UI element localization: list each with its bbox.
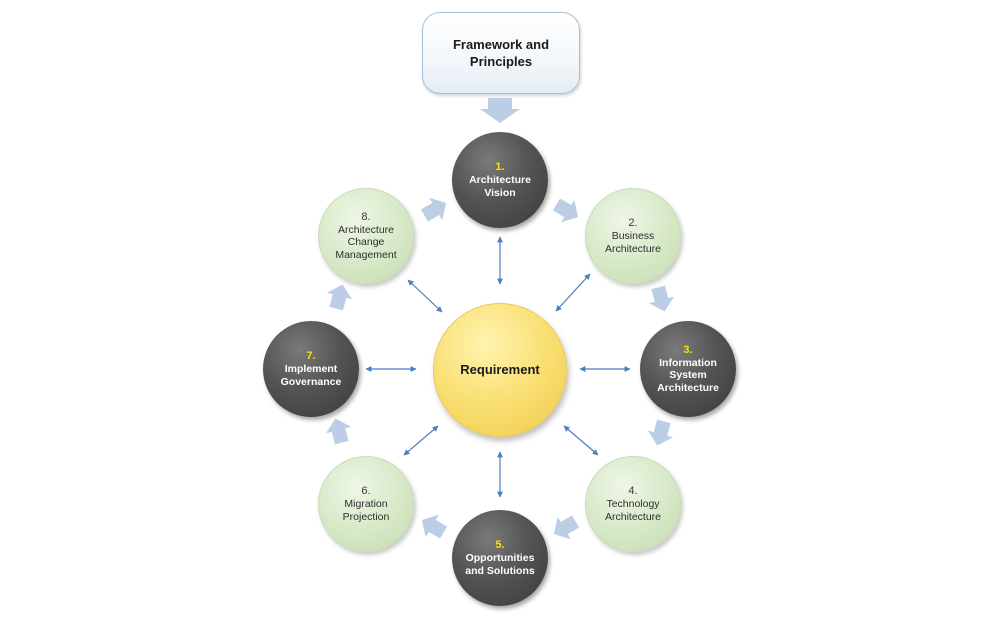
requirement-node: Requirement xyxy=(433,303,567,437)
phase-number: 7. xyxy=(306,350,316,362)
connector-4 xyxy=(563,425,599,456)
phase-number: 2. xyxy=(628,217,638,229)
phase-node-1: 1. Architecture Vision xyxy=(452,132,548,228)
phase-label: Business Architecture xyxy=(604,230,662,255)
phase-node-8: 8. Architecture Change Management xyxy=(318,188,414,284)
phase-label: Migration Projection xyxy=(342,498,390,523)
cycle-arrow-5-6 xyxy=(421,514,448,539)
framework-down-arrow xyxy=(480,98,520,123)
phase-node-3: 3. Information System Architecture xyxy=(640,321,736,417)
cycle-arrow-2-3 xyxy=(648,285,675,312)
requirement-connectors xyxy=(365,236,631,498)
phase-node-6: 6. Migration Projection xyxy=(318,456,414,552)
phase-node-7: 7. Implement Governance xyxy=(263,321,359,417)
phase-label: Information System Architecture xyxy=(657,356,719,394)
cycle-arrow-6-7 xyxy=(325,418,352,445)
phase-node-4: 4. Technology Architecture xyxy=(585,456,681,552)
cycle-arrow-8-1 xyxy=(420,197,447,222)
phase-node-2: 2. Business Architecture xyxy=(585,188,681,284)
cycle-arrow-7-8 xyxy=(326,284,353,311)
phase-node-5: 5. Opportunities and Solutions xyxy=(452,510,548,606)
phase-number: 3. xyxy=(683,343,693,356)
connector-8 xyxy=(407,279,443,313)
framework-principles-box: Framework and Principles xyxy=(422,12,580,94)
requirement-label: Requirement xyxy=(460,361,540,377)
phase-number: 5. xyxy=(495,539,505,551)
phase-label: Implement Governance xyxy=(280,363,342,388)
connector-2 xyxy=(555,273,591,312)
framework-label: Framework and Principles xyxy=(452,37,550,69)
phase-number: 1. xyxy=(495,161,505,173)
phase-number: 8. xyxy=(361,210,371,223)
connector-6 xyxy=(403,425,439,456)
cycle-arrows xyxy=(325,197,675,540)
phase-label: Technology Architecture xyxy=(604,498,662,523)
phase-number: 6. xyxy=(361,485,371,497)
cycle-arrow-3-4 xyxy=(647,419,674,446)
cycle-arrow-1-2 xyxy=(552,198,579,223)
phase-number: 4. xyxy=(628,485,638,497)
phase-label: Architecture Vision xyxy=(469,174,531,199)
cycle-arrow-4-5 xyxy=(553,515,580,540)
phase-label: Architecture Change Management xyxy=(335,223,397,261)
phase-label: Opportunities and Solutions xyxy=(465,552,535,577)
